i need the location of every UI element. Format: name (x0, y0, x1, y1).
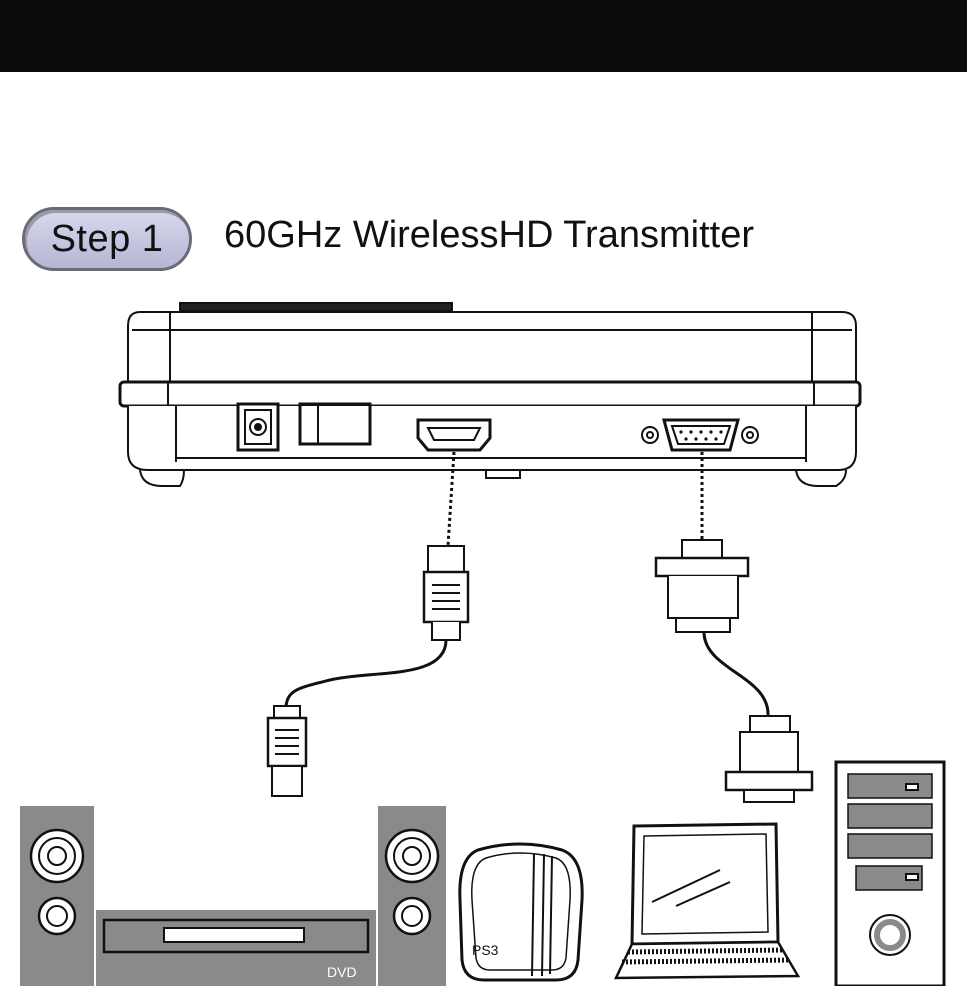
pc-tower-icon (836, 762, 944, 986)
power-jack-icon (238, 404, 278, 450)
right-speaker-icon (378, 806, 446, 986)
transmitter-unit (120, 303, 860, 486)
hdmi-cable (268, 546, 468, 796)
laptop-icon (616, 824, 798, 978)
connection-diagram: DVD PS3 (0, 290, 967, 986)
device-title: 60GHz WirelessHD Transmitter (224, 214, 754, 257)
ps3-console-icon (460, 844, 582, 980)
top-black-bar (0, 0, 967, 72)
step-label: Step 1 (51, 218, 164, 261)
ps3-label: PS3 (472, 942, 499, 958)
serial-cable (656, 540, 812, 802)
dvd-label: DVD (327, 964, 357, 980)
step-badge: Step 1 (22, 207, 192, 271)
left-speaker-icon (20, 806, 94, 986)
